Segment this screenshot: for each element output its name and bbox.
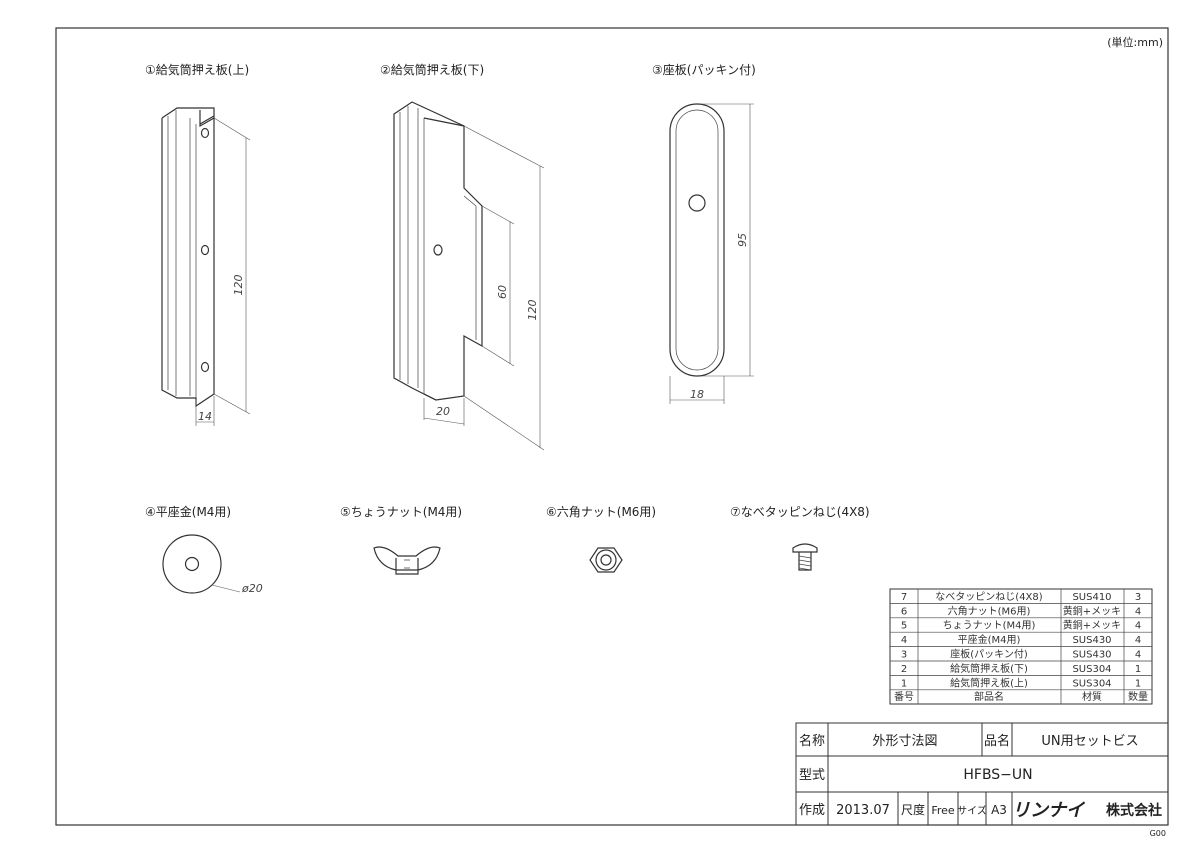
parts-table-cell-name: 給気筒押え板(下)	[950, 662, 1028, 675]
part-1-drawing	[161, 107, 251, 426]
part-3-label: ③座板(パッキン付)	[652, 62, 756, 77]
part-5-drawing	[373, 546, 441, 575]
parts-table	[889, 588, 1153, 705]
parts-header-no: 番号	[894, 691, 914, 703]
part-2-dim-height: 120	[526, 300, 539, 321]
part-4-dim-dia: ø20	[241, 582, 263, 595]
parts-table-cell-name: 平座金(M4用)	[958, 633, 1021, 646]
company-suffix: 株式会社	[1106, 802, 1162, 819]
sheet-code: G00	[1150, 829, 1166, 838]
title-name-value: 外形寸法図	[872, 734, 937, 749]
part-3-dim-width: 18	[690, 388, 704, 401]
parts-table-cell-qty: 1	[1135, 664, 1141, 675]
parts-table-cell-material: SUS410	[1072, 592, 1111, 603]
parts-table-cell-no: 1	[901, 678, 907, 689]
part-7-label: ⑦なべタッピンねじ(4X8)	[730, 505, 870, 519]
unit-note: (単位:mm)	[1107, 35, 1163, 49]
part-3-drawing	[669, 103, 754, 404]
part-6-label: ⑥六角ナット(M6用)	[546, 505, 656, 519]
parts-table-cell-material: SUS304	[1072, 678, 1111, 689]
part-2-drawing	[393, 101, 545, 451]
parts-table-cell-material: 黄銅+メッキ	[1063, 604, 1121, 617]
parts-table-cell-name: ちょうナット(M4用)	[943, 620, 1036, 632]
part-7-drawing	[792, 543, 818, 571]
part-2-dim-inner: 60	[496, 285, 509, 299]
part-3-dim-height: 95	[736, 233, 749, 247]
parts-table-cell-qty: 4	[1135, 650, 1141, 661]
part-5-label: ⑤ちょうナット(M4用)	[340, 505, 462, 519]
title-scale-label: 尺度	[901, 802, 925, 817]
part-6-drawing	[589, 547, 623, 573]
parts-table-cell-material: SUS304	[1072, 664, 1111, 675]
parts-table-cell-no: 3	[901, 650, 907, 661]
parts-table-cell-no: 4	[901, 635, 907, 646]
parts-table-cell-qty: 4	[1135, 621, 1141, 632]
parts-table-cell-no: 2	[901, 664, 907, 675]
parts-table-cell-qty: 4	[1135, 606, 1141, 617]
part-4-drawing	[162, 534, 241, 594]
title-name-label: 名称	[799, 733, 825, 749]
sheet-border	[55, 27, 1169, 826]
parts-header-material: 材質	[1082, 690, 1102, 703]
title-size-label: サイズ	[957, 804, 987, 817]
parts-table-cell-no: 7	[901, 592, 907, 603]
parts-table-cell-qty: 1	[1135, 678, 1141, 689]
parts-table-cell-material: SUS430	[1072, 635, 1111, 646]
parts-table-cell-name: 六角ナット(M6用)	[948, 605, 1031, 617]
part-2-label: ②給気筒押え板(下)	[380, 62, 484, 77]
title-block	[795, 722, 1169, 826]
part-1-dim-height: 120	[232, 275, 245, 296]
part-1-dim-width: 14	[198, 410, 212, 423]
part-1-label: ①給気筒押え板(上)	[145, 62, 249, 77]
parts-table-cell-material: SUS430	[1072, 650, 1111, 661]
parts-header-name: 部品名	[974, 690, 1004, 703]
parts-table-rows: 7 なべタッピンねじ(4X8) SUS410 3 6 六角ナット(M6用) 黄銅+メッキ 4 5…	[901, 591, 1141, 689]
title-made-value: 2013.07	[836, 803, 890, 818]
parts-table-cell-qty: 4	[1135, 635, 1141, 646]
part-2-dim-width: 20	[436, 405, 450, 418]
parts-table-cell-name: なべタッピンねじ(4X8)	[935, 591, 1042, 603]
title-made-label: 作成	[799, 803, 825, 818]
title-product-label: 品名	[984, 733, 1010, 749]
parts-table-cell-name: 座板(パッキン付)	[950, 648, 1028, 661]
parts-table-cell-no: 5	[901, 621, 907, 632]
company-logo: リンナイ	[1012, 800, 1086, 821]
parts-table-cell-name: 給気筒押え板(上)	[950, 676, 1028, 689]
title-scale-value: Free	[931, 804, 955, 817]
title-product-value: UN用セットビス	[1041, 734, 1138, 749]
parts-table-cell-material: 黄銅+メッキ	[1063, 619, 1121, 632]
title-size-value: A3	[991, 803, 1007, 817]
parts-table-cell-qty: 3	[1135, 592, 1141, 603]
part-4-label: ④平座金(M4用)	[145, 504, 231, 519]
title-model-label: 型式	[799, 768, 825, 783]
title-model-value: HFBS−UN	[963, 767, 1032, 783]
parts-table-cell-no: 6	[901, 606, 907, 617]
parts-header-qty: 数量	[1128, 690, 1148, 703]
